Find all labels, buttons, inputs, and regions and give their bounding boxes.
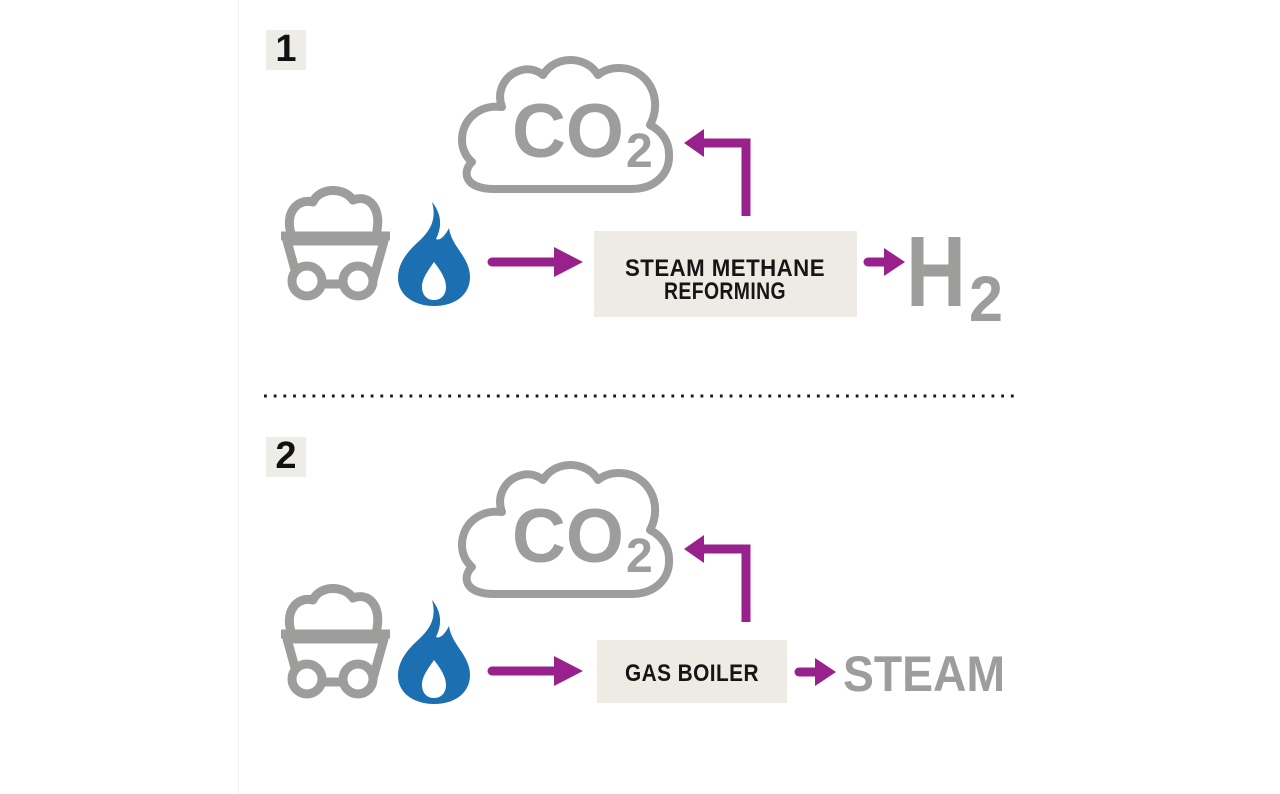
process-label-line2: REFORMING xyxy=(664,278,786,305)
output-label: STEAM xyxy=(843,646,1005,702)
process-label-line1: STEAM METHANE xyxy=(625,255,825,282)
output-text: STEAM xyxy=(843,646,1005,702)
coal-cart-icon xyxy=(281,190,390,296)
co2-label: CO xyxy=(512,494,624,579)
flow-arrow-icon xyxy=(492,247,583,277)
emission-arrow-icon xyxy=(684,129,746,216)
flow-arrow-icon xyxy=(492,656,583,686)
step-number: 1 xyxy=(275,28,296,70)
output-arrow-icon xyxy=(799,658,836,686)
output-arrow-icon xyxy=(868,248,905,276)
co2-cloud-icon: CO 2 xyxy=(462,465,669,594)
coal-cart-icon xyxy=(281,588,390,694)
co2-label-subscript: 2 xyxy=(626,530,653,583)
emission-arrow-icon xyxy=(684,535,746,622)
output-text-subscript: 2 xyxy=(969,263,1003,335)
flame-icon xyxy=(398,202,470,306)
co2-cloud-icon: CO 2 xyxy=(462,60,669,189)
section-1: 1 CO 2 STEAM METHANE REFORMING H 2 xyxy=(266,28,1003,335)
flame-icon xyxy=(398,600,470,704)
process-label-line1: GAS BOILER xyxy=(625,660,759,687)
process-box: STEAM METHANE REFORMING xyxy=(594,231,857,317)
section-2: 2 CO 2 GAS BOILER STEAM xyxy=(266,435,1005,704)
step-number: 2 xyxy=(275,435,296,477)
co2-label: CO xyxy=(512,89,624,174)
step-badge xyxy=(266,437,306,477)
step-badge xyxy=(266,30,306,70)
output-text: H xyxy=(906,216,966,328)
co2-label-subscript: 2 xyxy=(626,125,653,178)
process-box: GAS BOILER xyxy=(597,640,787,703)
output-label: H 2 xyxy=(906,216,1003,335)
